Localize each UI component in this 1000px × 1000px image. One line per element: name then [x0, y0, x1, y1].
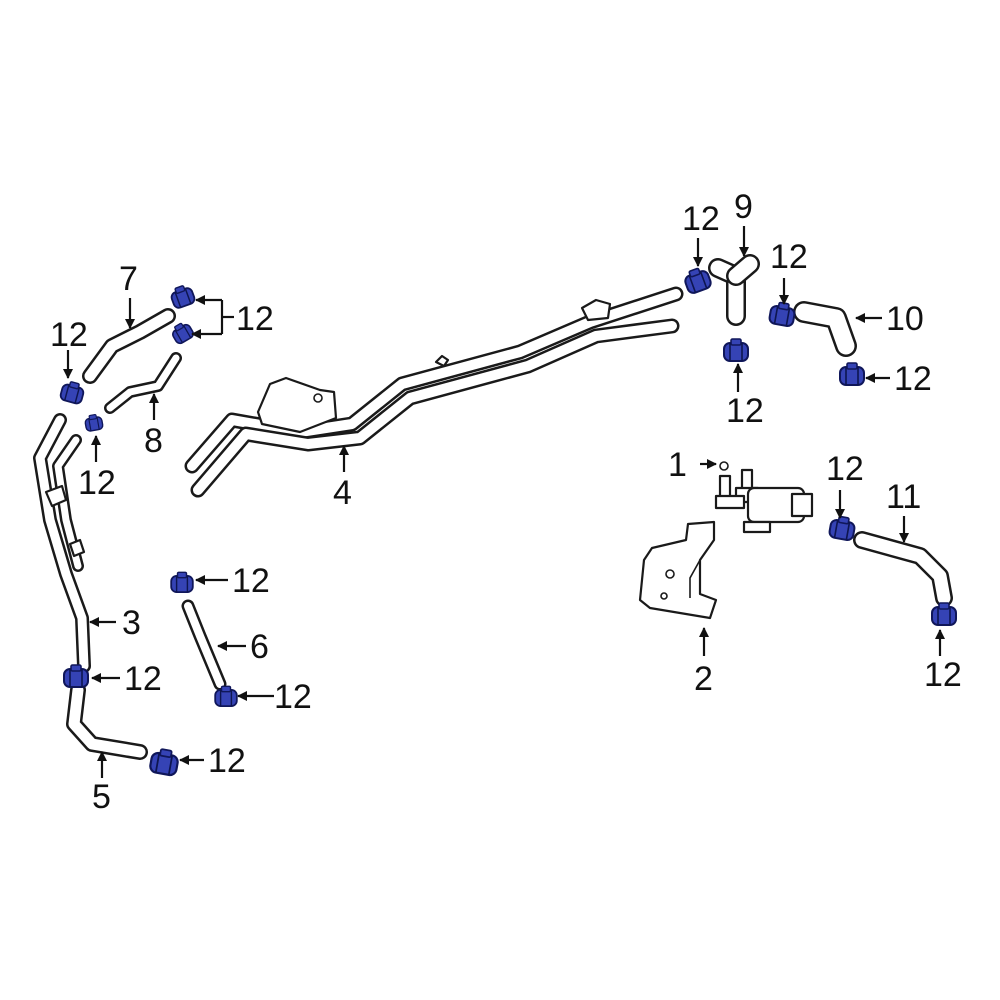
callout-3: 3 [122, 604, 141, 642]
callout-12-left-upper: 12 [50, 316, 88, 354]
hose-clamp [684, 267, 712, 294]
callout-12-top-9: 12 [682, 200, 720, 238]
callout-12-bottom-left: 12 [208, 742, 246, 780]
callout-12-center-upper: 12 [232, 562, 270, 600]
hose-9 [708, 254, 760, 326]
callout-10: 10 [886, 300, 924, 338]
hose-clamp [839, 362, 865, 386]
hose-clamp [931, 602, 957, 626]
hose-clamp [768, 301, 796, 327]
heater-tube-assembly [184, 286, 684, 498]
hose-clamp [214, 685, 238, 708]
callout-2: 2 [694, 660, 713, 698]
water-valve [714, 461, 814, 534]
hose-clamp [172, 322, 194, 345]
hose-8 [104, 352, 182, 414]
callout-12-right-10: 12 [894, 360, 932, 398]
heater-tube-left [33, 413, 91, 673]
hose-clamp [170, 285, 196, 309]
hose-clamp [170, 571, 194, 594]
callout-12-left-mid: 12 [78, 464, 116, 502]
callout-12-top-10: 12 [770, 238, 808, 276]
hose-clamp [59, 381, 85, 405]
callout-12-below-9: 12 [726, 392, 764, 430]
callout-labels: 1 2 3 4 5 6 7 8 9 10 11 12 12 12 12 12 1… [50, 188, 962, 816]
callout-11: 11 [886, 478, 921, 516]
callout-12-top-left-pair: 12 [236, 300, 274, 338]
valve-bracket [638, 520, 718, 620]
hose-clamps [59, 267, 957, 777]
hose-clamp [149, 748, 179, 777]
hose-clamp [828, 515, 856, 541]
callout-12-left-lower: 12 [124, 660, 162, 698]
callout-12-center-lower: 12 [274, 678, 312, 716]
hose-clamp [723, 338, 749, 362]
callout-4: 4 [333, 474, 352, 512]
callout-8: 8 [144, 422, 163, 460]
callout-5: 5 [92, 778, 111, 816]
callout-12-top-11: 12 [826, 450, 864, 488]
leader-lines [63, 226, 945, 778]
hose-5 [66, 682, 148, 760]
hose-clamp [63, 664, 89, 688]
hose-6 [181, 599, 227, 691]
hose-7 [82, 308, 176, 384]
hose-11 [853, 531, 953, 607]
callout-1: 1 [668, 446, 687, 484]
callout-9: 9 [734, 188, 753, 226]
hose-10 [793, 301, 857, 357]
hose-clamp [84, 414, 104, 432]
callout-6: 6 [250, 628, 269, 666]
callout-7: 7 [119, 260, 138, 298]
callout-12-bottom-right: 12 [924, 656, 962, 694]
